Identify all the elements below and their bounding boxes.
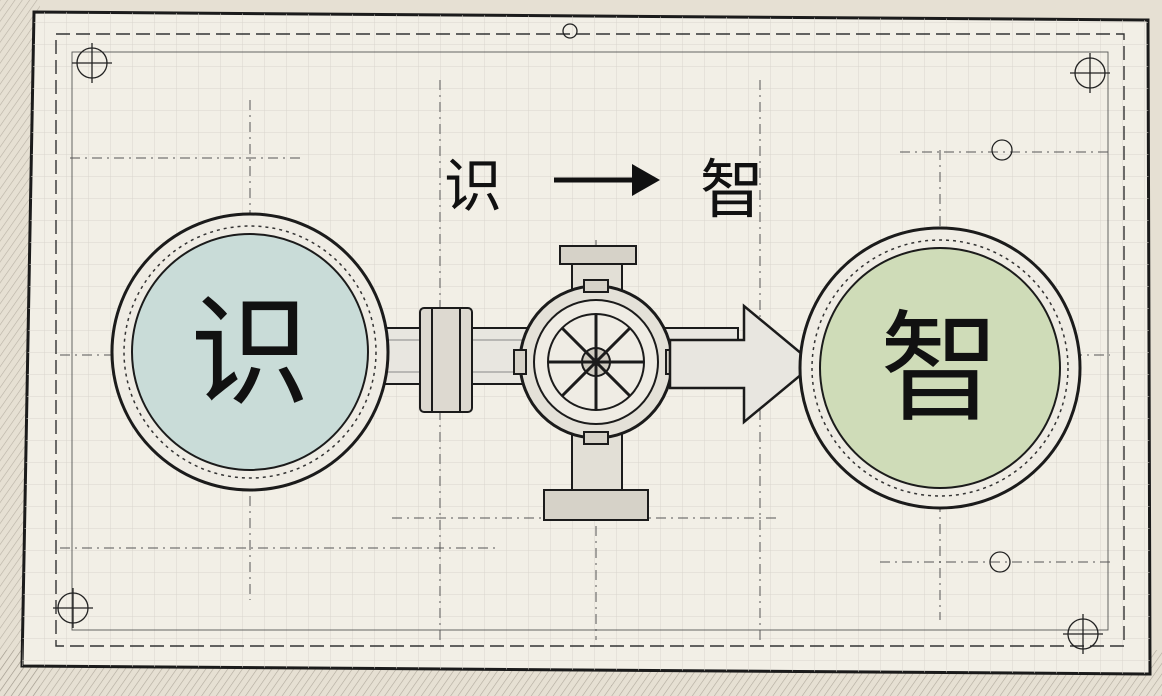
pipe-assembly — [377, 245, 816, 521]
crosshair-icon — [72, 43, 112, 83]
source-node-fill — [131, 233, 369, 471]
pipe-connector-icon — [419, 307, 473, 413]
heading-to-char: 智 — [700, 154, 764, 228]
source-node-char: 识 — [190, 284, 310, 423]
crosshair-icon — [53, 588, 93, 628]
registration-marks — [53, 23, 1110, 654]
flow-arrow-icon — [668, 303, 816, 425]
crosshair-icon — [1063, 614, 1103, 654]
target-node-fill — [819, 247, 1061, 489]
gear-icon — [513, 279, 679, 445]
arrow-right-icon — [554, 164, 660, 196]
target-node: 智 — [798, 226, 1082, 510]
crosshair-icon — [1070, 53, 1110, 93]
source-node: 识 — [110, 212, 390, 492]
heading-from-char: 识 — [444, 152, 502, 220]
target-node-char: 智 — [880, 300, 1000, 439]
heading: 识 智 — [444, 152, 764, 228]
